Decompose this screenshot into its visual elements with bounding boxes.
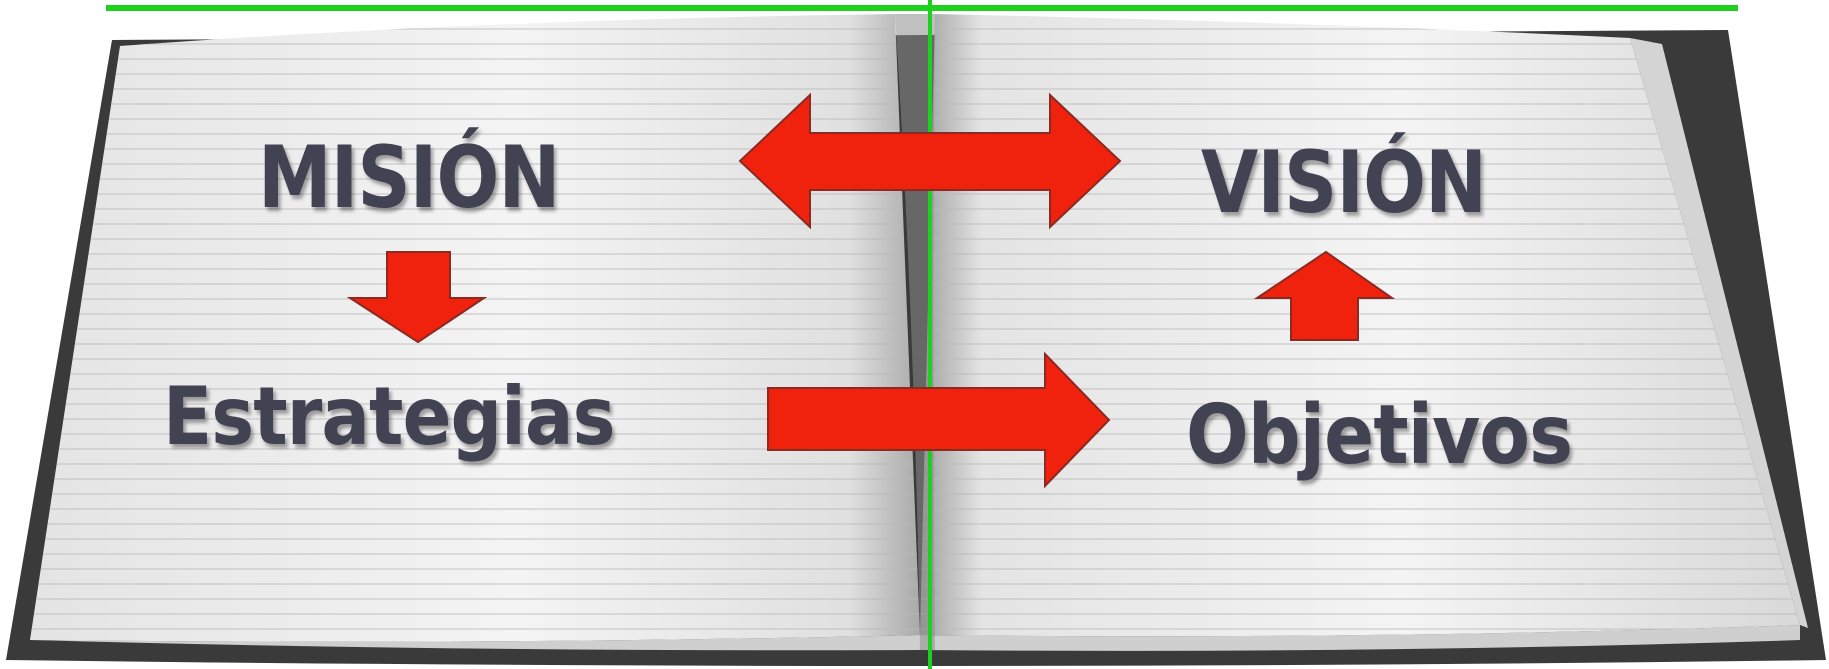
label-objetivos: Objetivos	[1186, 388, 1572, 483]
label-vision: VISIÓN	[1201, 133, 1486, 233]
label-mision: MISIÓN	[258, 128, 560, 228]
label-estrategias: Estrategias	[163, 370, 615, 463]
